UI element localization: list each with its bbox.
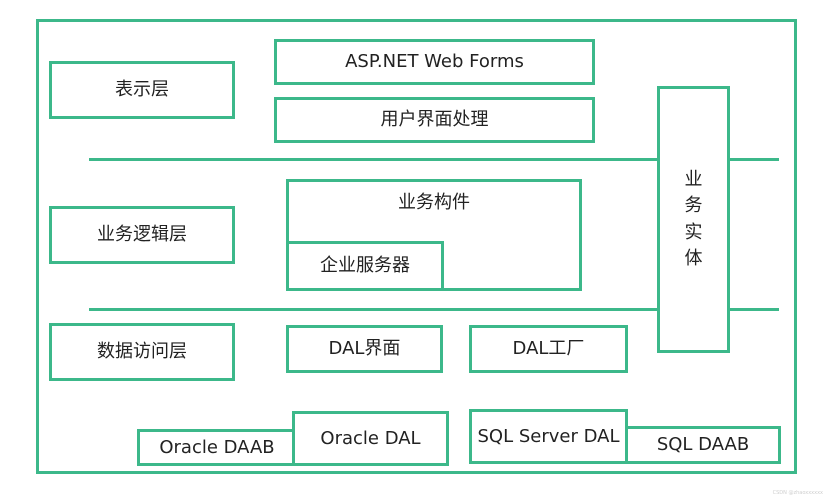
entity-char-1: 业 (684, 169, 703, 191)
enterprise-services-box: 企业服务器 (286, 241, 444, 291)
ui-processing-box: 用户界面处理 (274, 97, 595, 143)
dal-factory-box: DAL工厂 (469, 325, 628, 373)
web-forms-box: ASP.NET Web Forms (274, 39, 595, 85)
layer-separator-top (89, 158, 779, 161)
sql-daab-box: SQL DAAB (625, 426, 781, 464)
sqlserver-dal-box: SQL Server DAL (469, 409, 628, 464)
entity-char-3: 实 (684, 221, 703, 243)
architecture-frame (36, 19, 797, 474)
oracle-daab-box: Oracle DAAB (137, 429, 297, 466)
layer-separator-bottom (89, 308, 779, 311)
entity-char-2: 务 (684, 195, 703, 217)
dal-interface-box: DAL界面 (286, 325, 443, 373)
entity-char-4: 体 (684, 247, 703, 269)
business-layer-label: 业务逻辑层 (49, 206, 235, 264)
watermark-text: CSDN @zhaoxxxxxx (772, 490, 823, 496)
data-access-layer-label: 数据访问层 (49, 323, 235, 381)
oracle-dal-box: Oracle DAL (292, 411, 449, 466)
business-entity-column: 业 务 实 体 (657, 86, 730, 353)
presentation-layer-label: 表示层 (49, 61, 235, 119)
